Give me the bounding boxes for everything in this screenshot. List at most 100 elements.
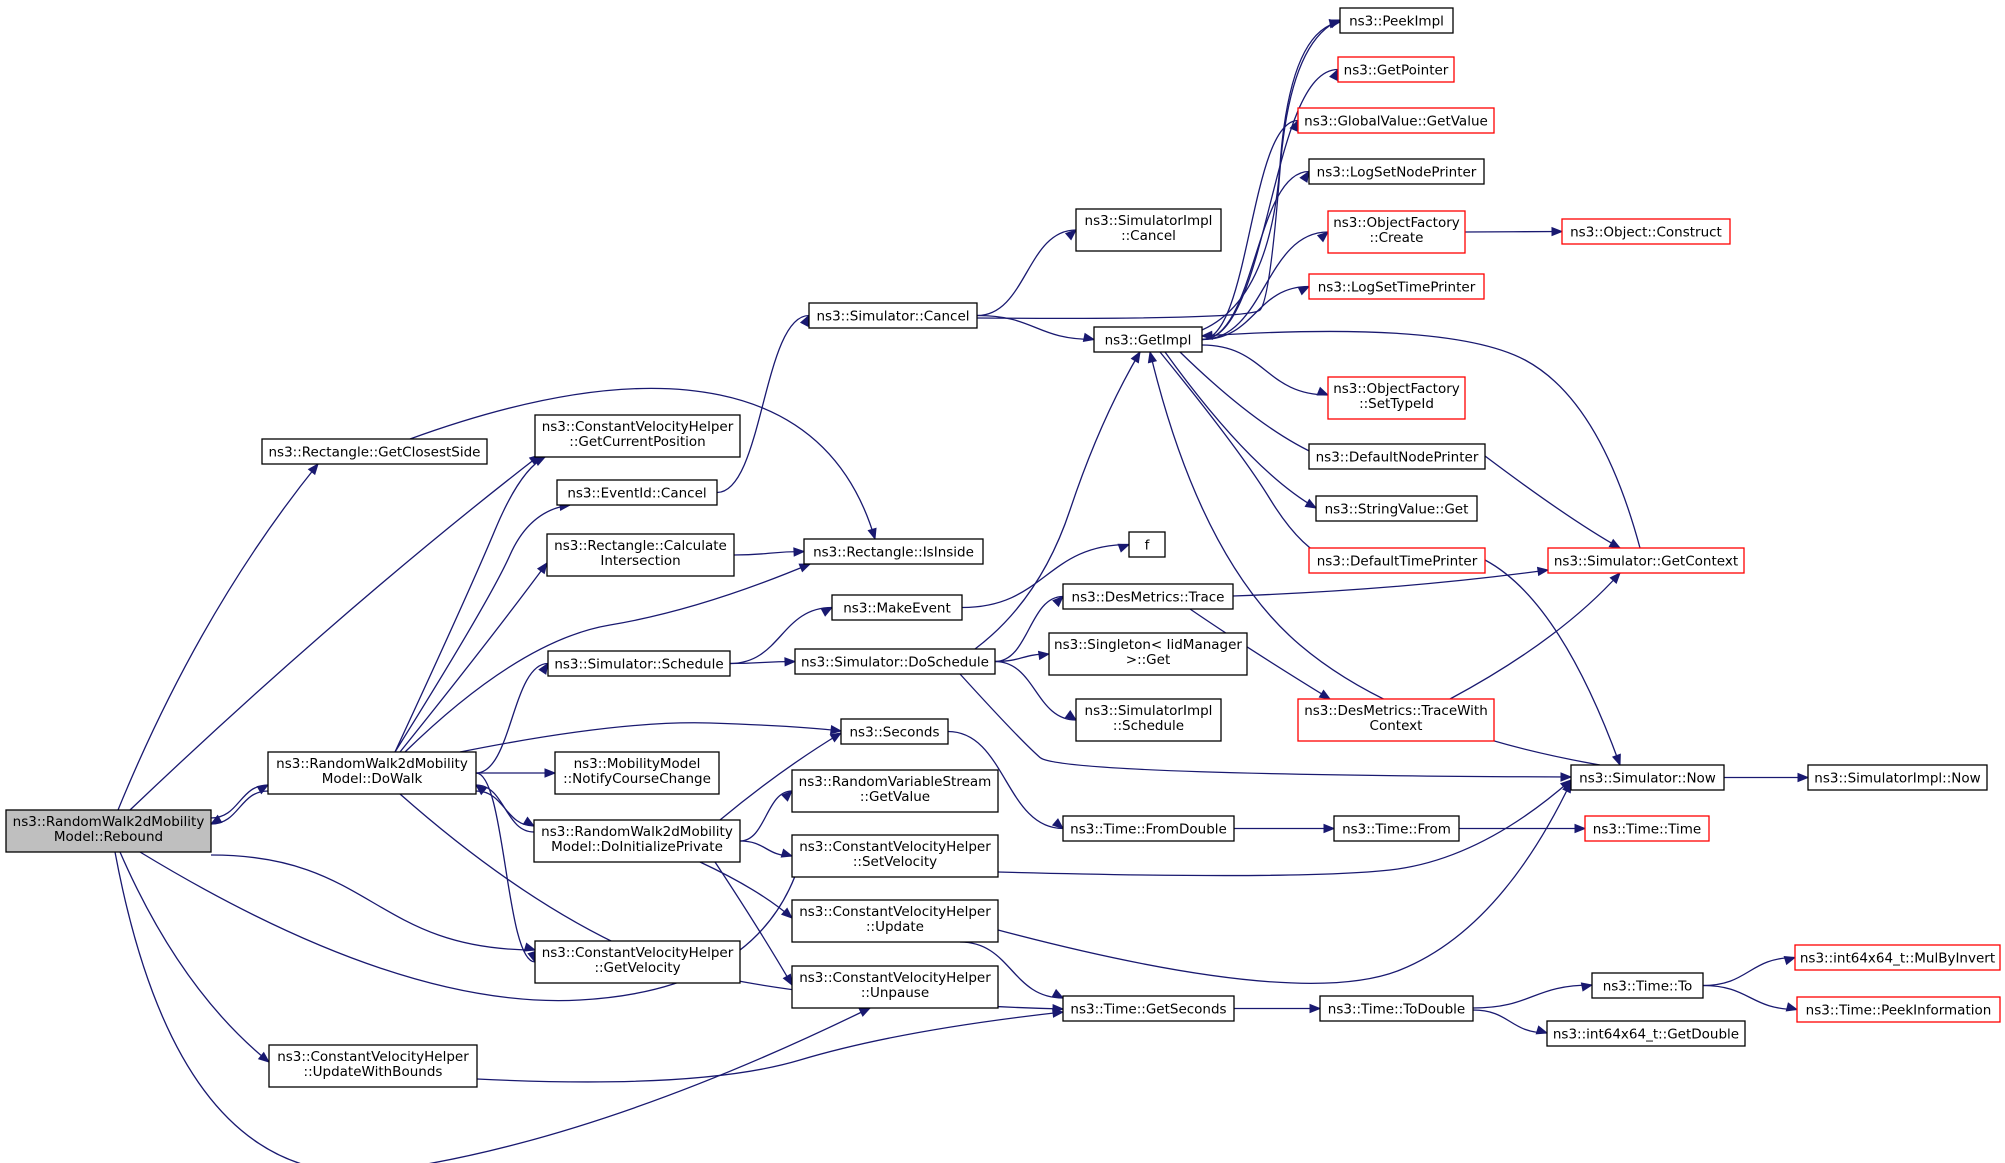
arrowhead: [1316, 231, 1330, 243]
node-gvgetvalue[interactable]: ns3::GlobalValue::GetValue: [1297, 107, 1495, 134]
node-stringvalueget[interactable]: ns3::StringValue::Get: [1315, 495, 1478, 522]
edge-getimpl-to-defaulttimeprinter: [1159, 351, 1332, 561]
node-makeevent[interactable]: ns3::MakeEvent: [831, 594, 963, 621]
node-simschedule[interactable]: ns3::Simulator::Schedule: [547, 650, 731, 677]
node-doinitprivate[interactable]: ns3::RandomWalk2dMobilityModel::DoInitia…: [533, 819, 741, 863]
arrowhead: [1535, 1025, 1549, 1035]
node-getvelocity[interactable]: ns3::ConstantVelocityHelper::GetVelocity: [534, 940, 741, 984]
node-box: [1570, 764, 1725, 791]
node-box: [791, 899, 999, 943]
edge-doschedule-to-getimpl: [974, 350, 1141, 650]
arrowhead: [1147, 350, 1158, 364]
node-doschedule[interactable]: ns3::Simulator::DoSchedule: [794, 648, 996, 675]
node-simnow[interactable]: ns3::Simulator::Now: [1570, 764, 1725, 791]
arrowhead: [1551, 226, 1564, 237]
node-label: ns3::Rectangle::Calculate: [554, 538, 727, 554]
node-timetime[interactable]: ns3::Time::Time: [1584, 815, 1710, 842]
node-label: ::UpdateWithBounds: [304, 1064, 443, 1080]
node-seconds[interactable]: ns3::Seconds: [840, 718, 949, 745]
node-logsettimeprinter[interactable]: ns3::LogSetTimePrinter: [1308, 273, 1485, 300]
node-defaultnodeprinter[interactable]: ns3::DefaultNodePrinter: [1308, 443, 1486, 470]
node-label: ns3::ConstantVelocityHelper: [542, 945, 734, 961]
node-box: [791, 834, 999, 878]
node-updatewithbounds[interactable]: ns3::ConstantVelocityHelper::UpdateWithB…: [268, 1044, 478, 1088]
node-box: [534, 414, 741, 458]
node-box: [5, 809, 212, 853]
edge-dowalk-to-rebound: [209, 790, 269, 825]
edge-getimpl-to-logsetnodeprinter: [1201, 170, 1310, 341]
node-label: ns3::Simulator::Cancel: [816, 309, 969, 325]
edge-dowalk-to-simschedule: [475, 662, 549, 774]
node-implschedule[interactable]: ns3::SimulatorImpl::Schedule: [1075, 698, 1222, 742]
node-label: ns3::Simulator::Now: [1579, 771, 1716, 787]
node-box: [1561, 218, 1731, 245]
node-isinside[interactable]: ns3::Rectangle::IsInside: [803, 538, 984, 565]
node-todouble[interactable]: ns3::Time::ToDouble: [1319, 995, 1474, 1022]
edge-simcancel-to-peekimpl: [976, 19, 1342, 319]
node-getpointer[interactable]: ns3::GetPointer: [1337, 56, 1455, 83]
edge-simschedule-to-makeevent: [729, 606, 834, 665]
node-getdouble[interactable]: ns3::int64x64_t::GetDouble: [1546, 1020, 1746, 1047]
node-ofsettypeid[interactable]: ns3::ObjectFactory::SetTypeId: [1327, 376, 1466, 420]
node-defaulttimeprinter[interactable]: ns3::DefaultTimePrinter: [1308, 547, 1486, 574]
arrowhead: [1117, 543, 1131, 553]
edge-doinitprivate-to-cvhupdate: [699, 861, 794, 919]
node-cvhupdate[interactable]: ns3::ConstantVelocityHelper::Update: [791, 899, 999, 943]
node-label: ns3::Simulator::GetContext: [1554, 554, 1738, 570]
arrowhead: [1574, 823, 1587, 834]
node-box: [1075, 208, 1222, 252]
edge-dowalk-to-getvelocity: [475, 772, 537, 964]
node-timeto[interactable]: ns3::Time::To: [1591, 972, 1704, 999]
node-box: [1807, 764, 1988, 791]
node-ofcreate[interactable]: ns3::ObjectFactory::Create: [1327, 210, 1466, 254]
node-label: ::GetValue: [860, 789, 930, 805]
node-label: ns3::ConstantVelocityHelper: [799, 970, 991, 986]
arrowhead: [1536, 566, 1550, 577]
arrowhead: [1064, 229, 1078, 241]
node-eventidcancel[interactable]: ns3::EventId::Cancel: [556, 479, 718, 506]
node-box: [1546, 1020, 1746, 1047]
edge-doinitprivate-to-unpause: [714, 861, 793, 987]
node-timefrom[interactable]: ns3::Time::From: [1333, 815, 1460, 842]
node-objectconstruct[interactable]: ns3::Object::Construct: [1561, 218, 1731, 245]
node-getcurrentposition[interactable]: ns3::ConstantVelocityHelper::GetCurrentP…: [534, 414, 741, 458]
node-implnow[interactable]: ns3::SimulatorImpl::Now: [1807, 764, 1988, 791]
node-mulbyinvert[interactable]: ns3::int64x64_t::MulByInvert: [1794, 944, 2001, 971]
edge-timeto-to-peekinformation: [1702, 984, 1799, 1012]
node-getseconds[interactable]: ns3::Time::GetSeconds: [1062, 995, 1235, 1022]
node-simcancel[interactable]: ns3::Simulator::Cancel: [808, 302, 978, 329]
arrowhead: [1200, 330, 1213, 341]
node-notifycourse[interactable]: ns3::MobilityModel::NotifyCourseChange: [554, 751, 720, 795]
arrowhead: [858, 1007, 872, 1017]
node-label: ::NotifyCourseChange: [563, 771, 711, 787]
node-setvelocity[interactable]: ns3::ConstantVelocityHelper::SetVelocity: [791, 834, 999, 878]
node-logsetnodeprinter[interactable]: ns3::LogSetNodePrinter: [1308, 158, 1485, 185]
arrowhead: [780, 848, 794, 858]
node-rvsgetvalue[interactable]: ns3::RandomVariableStream::GetValue: [791, 769, 999, 813]
node-getclosestside[interactable]: ns3::Rectangle::GetClosestSide: [261, 438, 488, 465]
node-label: ns3::DesMetrics::TraceWith: [1304, 703, 1488, 719]
arrowhead: [1037, 650, 1051, 661]
edge-rebound-to-unpause: [114, 851, 872, 1163]
node-label: ns3::ObjectFactory: [1333, 381, 1460, 397]
node-implcancel[interactable]: ns3::SimulatorImpl::Cancel: [1075, 208, 1222, 252]
node-box: [794, 648, 996, 675]
node-getcontext[interactable]: ns3::Simulator::GetContext: [1547, 547, 1745, 574]
node-fromdouble[interactable]: ns3::Time::FromDouble: [1062, 815, 1235, 842]
edge-desmetricstrace-to-getcontext: [1232, 566, 1550, 597]
node-singletonget[interactable]: ns3::Singleton< IidManager >::Get: [1048, 632, 1248, 676]
node-unpause[interactable]: ns3::ConstantVelocityHelper::Unpause: [791, 965, 999, 1009]
node-f[interactable]: f: [1128, 531, 1166, 558]
node-label: >::Get: [1126, 652, 1170, 668]
node-peekimpl[interactable]: ns3::PeekImpl: [1339, 7, 1454, 34]
node-label: ::Unpause: [861, 985, 929, 1001]
node-peekinformation[interactable]: ns3::Time::PeekInformation: [1796, 996, 2001, 1023]
node-desmetricstrace[interactable]: ns3::DesMetrics::Trace: [1062, 583, 1234, 610]
node-getimpl[interactable]: ns3::GetImpl: [1093, 326, 1203, 353]
node-label: ns3::RandomWalk2dMobility: [276, 756, 468, 772]
node-label: ns3::Singleton< IidManager: [1054, 637, 1242, 653]
